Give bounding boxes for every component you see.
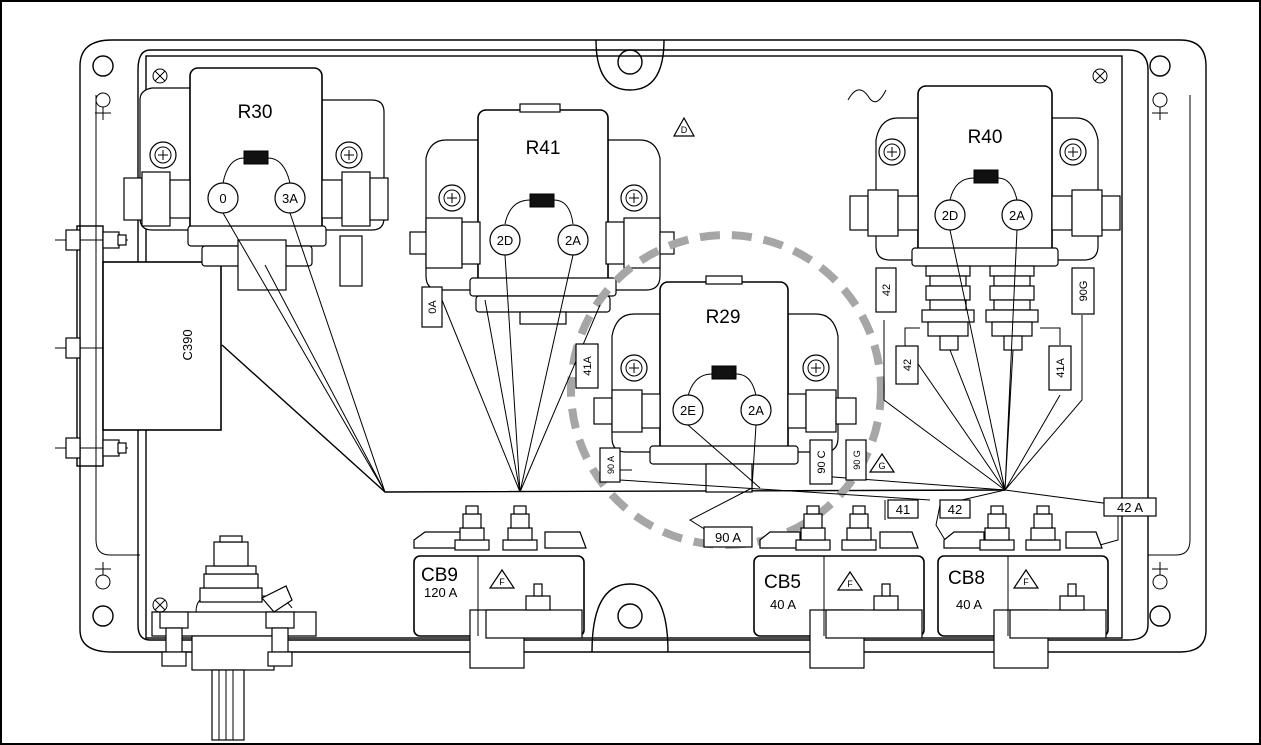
relay-r40-label: R40 [968, 127, 1003, 148]
wire-label-0a: 0A [427, 300, 439, 314]
wire-label-41a: 41A [582, 356, 594, 376]
tilde-mark [847, 89, 887, 103]
wire-label-42-top: 42 [881, 284, 893, 296]
r40-terminal-2d: 2D [942, 208, 959, 223]
breaker-cb8-rating: 40 A [956, 597, 982, 612]
breaker-cb8: CB8 40 A F [937, 505, 1109, 669]
relay-r29-label: R29 [706, 307, 741, 328]
breaker-cb9-rating: 120 A [424, 585, 458, 600]
relay-r30-label: R30 [238, 102, 273, 123]
inner-flange-left [95, 95, 140, 556]
rotary-switch [151, 535, 317, 741]
wire-label-41: 41 [896, 502, 910, 517]
wiring [222, 212, 1119, 546]
breaker-cb5-rating: 40 A [770, 597, 796, 612]
callout-g: G [878, 461, 885, 471]
breaker-cb5-label: CB5 [764, 572, 801, 593]
relay-r41-label: R41 [526, 138, 561, 159]
relay-r40: R40 2D 2A [849, 85, 1121, 351]
breaker-cb8-label: CB8 [948, 568, 985, 589]
inner-flange-right [1148, 95, 1191, 556]
callout-f-cb9: F [499, 577, 505, 587]
wire-label-90c: 90 C [816, 450, 828, 473]
wire-label-90a-left: 90 A [606, 456, 616, 474]
breaker-cb9-label: CB9 [421, 565, 458, 586]
r41-terminal-2a: 2A [565, 233, 581, 248]
capacitor-label: C390 [180, 329, 195, 360]
callouts: D G [672, 116, 896, 473]
relay-r30: R30 0 3A [123, 67, 389, 291]
breaker-cb9: CB9 120 A F [413, 505, 587, 669]
wire-label-42-bus: 42 [948, 502, 962, 517]
callout-d: D [681, 125, 688, 135]
capacitor-c390: C390 [102, 261, 222, 431]
breaker-cb5: CB5 40 A F [753, 505, 925, 669]
r29-terminal-2e: 2E [680, 403, 696, 418]
enclosure-inner [137, 49, 1149, 641]
callout-f-cb8: F [1023, 577, 1029, 587]
enclosure-outer [79, 39, 1207, 653]
wire-label-41a-r40: 41A [1055, 358, 1067, 378]
terminal-0-label: 0 [219, 191, 226, 206]
wire-labels: 0A 41A 90 A 90 C 90 G 42 90G 42 41A 41 4… [421, 267, 1157, 548]
wire-label-42-mid: 42 [902, 359, 914, 371]
r40-terminal-2a: 2A [1009, 208, 1025, 223]
callout-f-cb5: F [847, 579, 853, 589]
wire-label-90g-r40: 90G [1078, 281, 1090, 302]
mounting-holes [92, 39, 1171, 653]
wire-label-42a: 42 A [1117, 500, 1143, 515]
r41-terminal-2d: 2D [497, 233, 514, 248]
relay-r29: R29 2E 2A [593, 275, 857, 493]
wire-label-90a-bottom: 90 A [715, 530, 741, 545]
wire-label-90g-r29: 90 G [852, 450, 862, 470]
terminal-3a-label: 3A [282, 191, 298, 206]
ground-symbols [95, 92, 1168, 590]
r29-terminal-2a: 2A [748, 403, 764, 418]
